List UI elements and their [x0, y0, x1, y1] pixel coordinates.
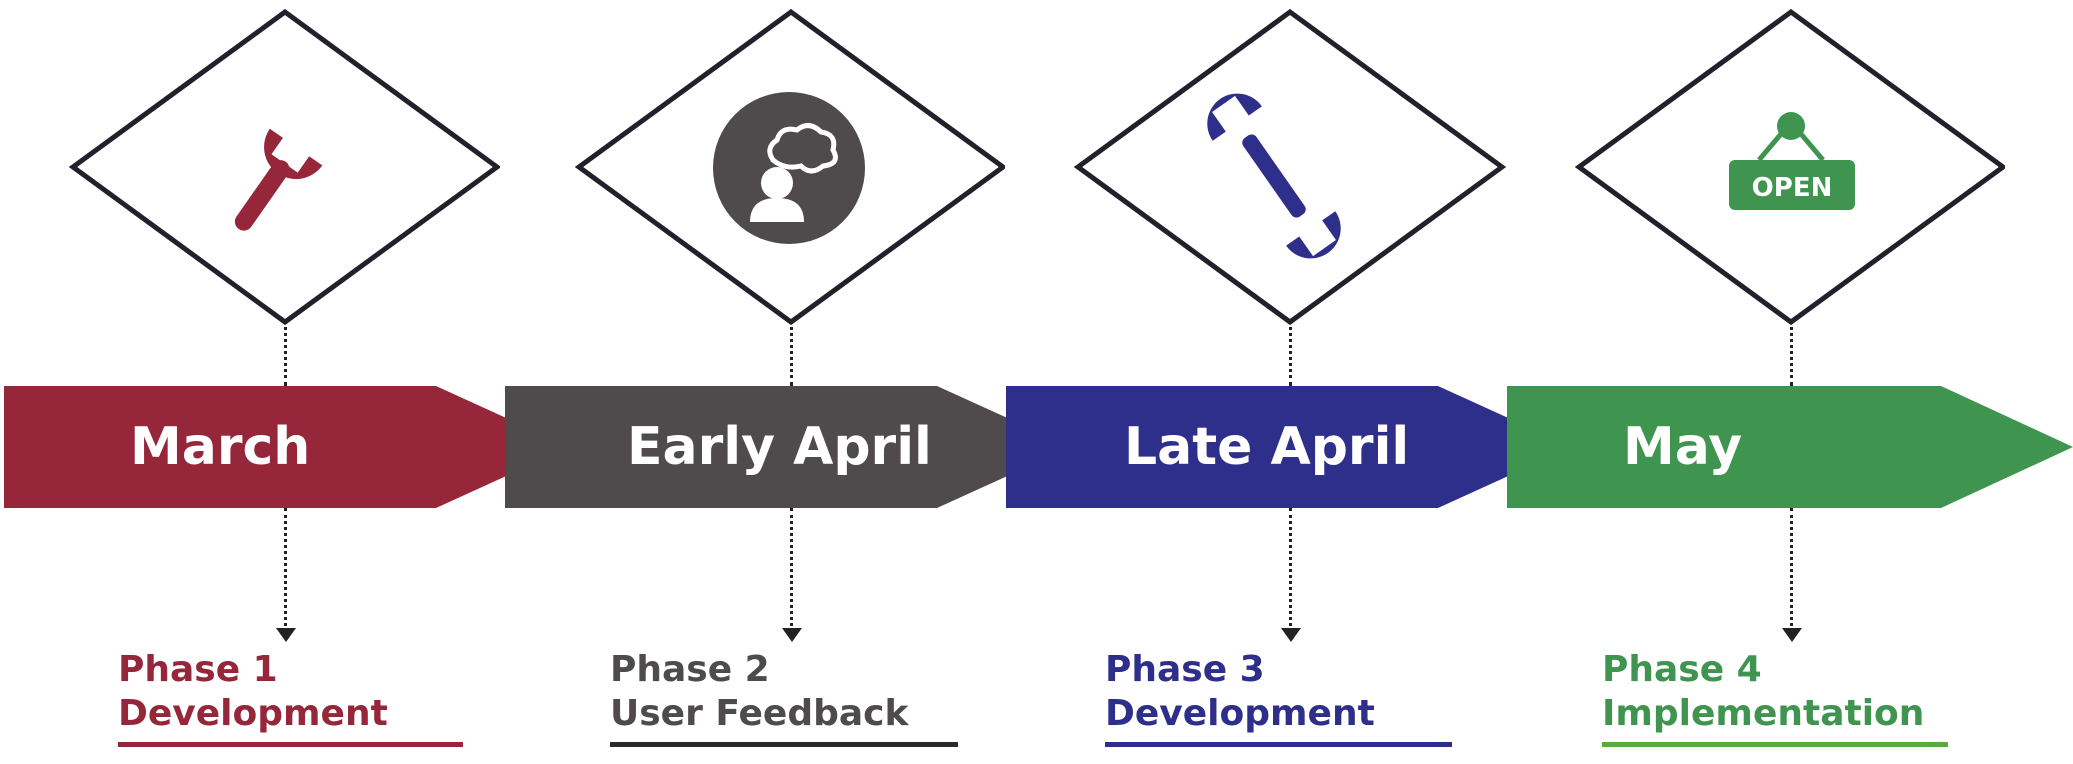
- month-label: March: [130, 417, 311, 477]
- connector-line: [790, 320, 793, 386]
- phase-caption-3: Phase 3 Development: [1105, 648, 1452, 747]
- month-label: May: [1623, 417, 1743, 477]
- connector-line: [1790, 508, 1793, 633]
- caption-underline: [1105, 742, 1452, 747]
- double-wrench-icon: [1207, 93, 1341, 259]
- arrow-down-icon: [782, 628, 802, 642]
- arrow-down-icon: [1281, 628, 1301, 642]
- connector-line: [790, 508, 793, 633]
- arrow-shape: [4, 386, 570, 508]
- phase-caption-4: Phase 4 Implementation: [1602, 648, 1948, 747]
- arrow-shape: [505, 386, 1071, 508]
- arrow-shape: [1006, 386, 1572, 508]
- phase-caption-1: Phase 1 Development: [118, 648, 463, 747]
- connector-line: [1289, 320, 1292, 386]
- phase-number: Phase 4: [1602, 649, 1762, 690]
- wrench-icon: [234, 128, 323, 231]
- connector-line: [1790, 320, 1793, 386]
- arrow-band-may: May: [1507, 386, 2073, 508]
- arrow-band-late-april: Late April: [1006, 386, 1576, 508]
- arrow-down-icon: [276, 628, 296, 642]
- user-thought-icon: [713, 92, 865, 244]
- phase-number: Phase 3: [1105, 649, 1265, 690]
- month-label: Early April: [627, 417, 932, 477]
- phase-caption-2: Phase 2 User Feedback: [610, 648, 958, 747]
- arrow-down-icon: [1782, 628, 1802, 642]
- phase-2: [505, 0, 1005, 764]
- phase-title: User Feedback: [610, 693, 909, 734]
- caption-underline: [610, 742, 958, 747]
- arrow-shape: [1507, 386, 2073, 508]
- phase-title: Development: [1105, 693, 1375, 734]
- diamond-frame: [68, 8, 500, 326]
- phase-number: Phase 1: [118, 649, 278, 690]
- open-sign-text: OPEN: [1752, 173, 1833, 203]
- phase-4: OPEN: [1505, 0, 2005, 764]
- connector-line: [284, 320, 287, 386]
- caption-underline: [1602, 742, 1948, 747]
- phase-number: Phase 2: [610, 649, 770, 690]
- connector-line: [284, 508, 287, 633]
- arrow-band-early-april: Early April: [505, 386, 1075, 508]
- phase-1: [0, 0, 500, 764]
- phase-3: [1006, 0, 1506, 764]
- open-sign-icon: OPEN: [1729, 112, 1855, 210]
- arrow-band-march: March: [4, 386, 574, 508]
- caption-underline: [118, 742, 463, 747]
- phase-title: Development: [118, 693, 388, 734]
- diamond-frame: OPEN: [1574, 8, 2005, 326]
- phase-title: Implementation: [1602, 693, 1925, 734]
- diamond-frame: [574, 8, 1005, 326]
- month-label: Late April: [1124, 417, 1410, 477]
- connector-line: [1289, 508, 1292, 633]
- diamond-frame: [1073, 8, 1506, 326]
